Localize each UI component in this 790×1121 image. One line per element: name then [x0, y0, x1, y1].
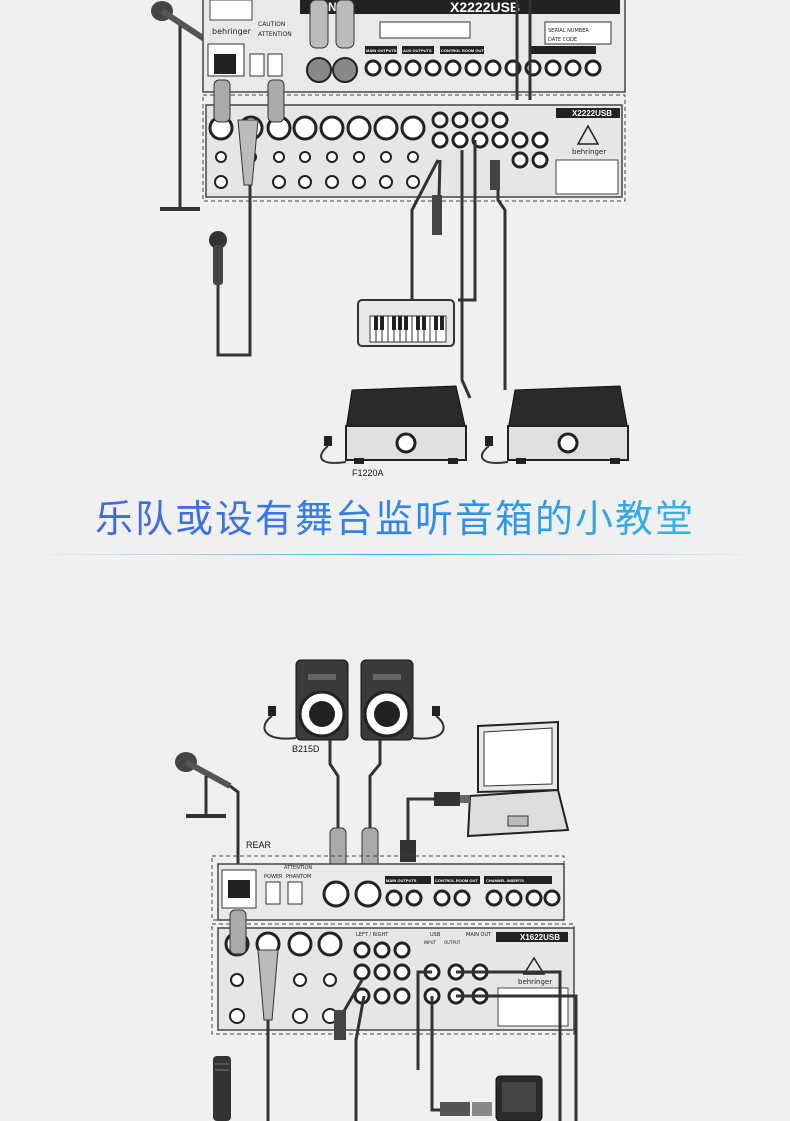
behringer-logo-icon: behringer: [518, 956, 552, 986]
usb-output-label: OUTPUT: [444, 940, 461, 945]
main-out-label: MAIN OUT: [466, 932, 492, 938]
mixer-model-logo: X2222USB: [450, 0, 520, 15]
attention-text: ATTENTION: [258, 31, 292, 38]
top-connection-diagram: behringer CAUTION ATTENTION XENYX X2222U…: [0, 0, 790, 480]
phantom-label: PHANTOM: [286, 874, 311, 880]
mixer-rear-panel: POWER PHANTOM ATTENTION MAIN OUTPUTS CON…: [217, 863, 565, 921]
bottom-connection-diagram: B215D REAR PO: [0, 640, 790, 1121]
aux-outputs-label: AUX OUTPUTS: [403, 48, 432, 53]
left-right-label: LEFT / RIGHT: [356, 932, 389, 938]
handheld-mic-icon: [209, 185, 252, 357]
channel-inserts-label: CHANNEL INSERTS: [486, 878, 524, 883]
behringer-logo-icon: behringer: [572, 124, 606, 156]
xlr-cable-icon: [213, 79, 285, 186]
keyboard-icon: [357, 299, 455, 347]
power-label: POWER: [264, 874, 283, 880]
heading-divider: [30, 554, 760, 555]
cd-player-icon: [495, 1075, 543, 1121]
stage-monitor-speaker-icon: [345, 385, 467, 464]
jack-cable-icon: [410, 140, 507, 399]
rear-jack-row: [385, 889, 561, 907]
mixer-top-panel: LEFT / RIGHT USB MAIN OUT INPUT OUTPUT X…: [217, 927, 575, 1031]
xlr-input-icon: [208, 115, 426, 141]
stage-monitor-speaker-icon: [507, 385, 629, 464]
power-plug-icon: [263, 706, 445, 740]
svg-text:behringer: behringer: [518, 978, 552, 986]
gain-knob-icon: [214, 175, 420, 189]
main-outputs-label: MAIN OUTPUTS: [386, 878, 417, 883]
usb-label: USB: [430, 932, 441, 938]
control-room-out-label: CONTROL ROOM OUT: [441, 48, 484, 53]
speaker-model-label: B215D: [292, 744, 320, 754]
pa-speaker-icon: [295, 659, 349, 741]
laptop-icon: [466, 720, 570, 838]
rear-jack-row: [364, 59, 602, 77]
date-code-label: DATE CODE: [548, 37, 577, 43]
control-room-out-label: CONTROL ROOM OUT: [435, 878, 478, 883]
xlr-cable-icon: [328, 740, 382, 869]
usb-input-label: INPUT: [424, 940, 437, 945]
jack-cable-icon: [229, 909, 578, 1121]
rear-label: REAR: [246, 840, 272, 850]
pa-speaker-icon: [360, 659, 414, 741]
svg-text:behringer: behringer: [572, 148, 606, 156]
stereo-jack-block: [431, 111, 549, 169]
handheld-mic-icon: [213, 1056, 231, 1121]
usb-cable-icon: [400, 792, 470, 862]
mixer-panel-model: X1622USB: [520, 933, 560, 942]
xlr-plug-icon: [306, 0, 532, 100]
mixer-rear-panel: behringer CAUTION ATTENTION XENYX X2222U…: [202, 0, 626, 93]
stereo-jack-block: [353, 941, 489, 1005]
attention-text: ATTENTION: [284, 865, 312, 871]
main-outputs-label: MAIN OUTPUTS: [366, 48, 397, 53]
caution-text: CAUTION: [258, 21, 285, 28]
monitor-model-label: F1220A: [352, 468, 384, 478]
serial-number-label: SERIAL NUMBER: [548, 28, 589, 34]
mixer-brand-label: behringer: [212, 27, 252, 36]
mixer-panel-model: X2222USB: [572, 109, 612, 118]
power-plug-icon: [320, 436, 509, 464]
section-heading: 乐队或设有舞台监听音箱的小教堂: [0, 488, 790, 543]
mixer-top-panel: X2222USB behringer: [205, 104, 623, 198]
